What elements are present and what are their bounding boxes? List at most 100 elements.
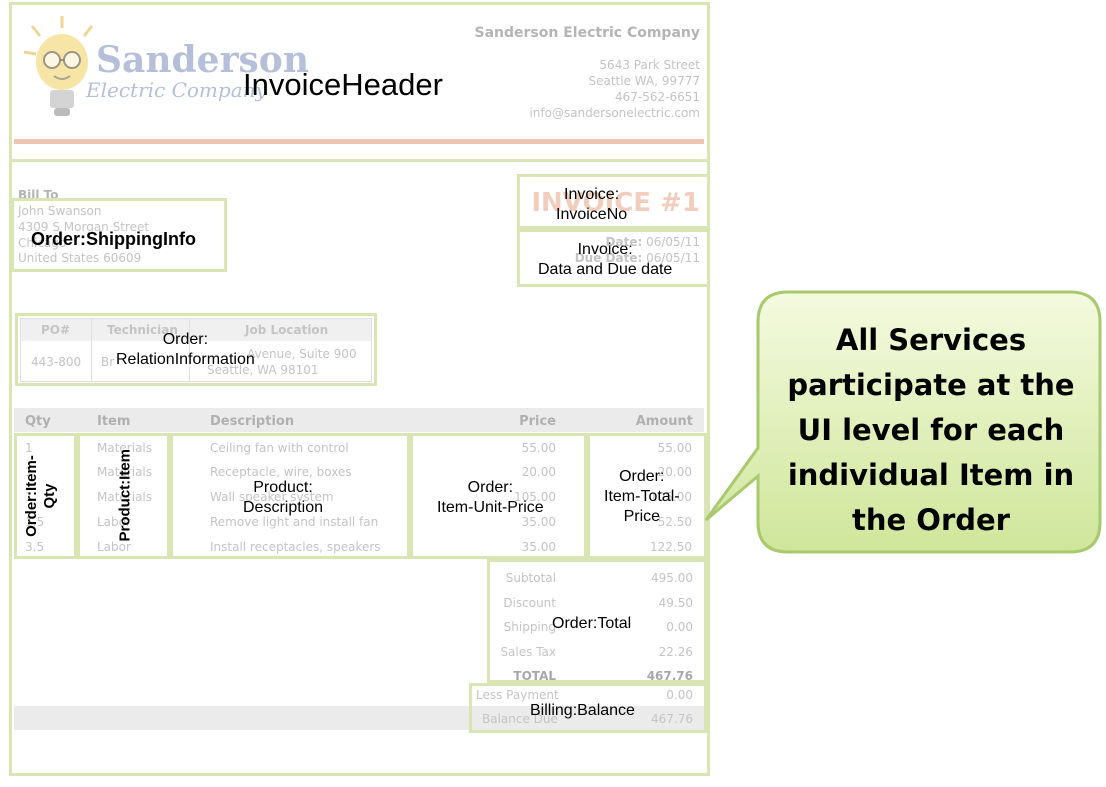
bill-to-street: 4309 S Morgan Street bbox=[18, 220, 150, 234]
sales-tax-label: Sales Tax bbox=[500, 644, 556, 659]
balance-due-label: Balance Due bbox=[482, 712, 558, 726]
annotation-unit-price: Order: Item-Unit-Price bbox=[437, 479, 544, 516]
logo-wordmark: Sanderson bbox=[96, 39, 309, 81]
relation-technician: Br bbox=[101, 355, 115, 369]
total-label: TOTAL bbox=[513, 669, 556, 683]
invoice-dates-zone bbox=[517, 229, 710, 287]
lightbulb-icon bbox=[23, 16, 94, 116]
balance-band bbox=[14, 706, 704, 730]
row-price: 20.00 bbox=[521, 465, 556, 479]
relation-info-zone bbox=[15, 313, 377, 386]
relation-po: 443-800 bbox=[31, 355, 82, 369]
items-header-row bbox=[14, 408, 704, 432]
row-amount: 52.50 bbox=[657, 515, 692, 529]
row-amount: 105.00 bbox=[650, 490, 692, 504]
product-item-zone bbox=[77, 433, 170, 559]
header-rule bbox=[14, 139, 704, 144]
company-name: Sanderson Electric Company bbox=[474, 25, 700, 41]
table-row: 3.5 Labor Install receptacles, speakers … bbox=[14, 535, 704, 559]
logo-subtitle: Electric Company bbox=[86, 78, 267, 102]
relation-col-technician: Technician bbox=[107, 323, 178, 337]
row-desc: Ceiling fan with control bbox=[210, 441, 349, 455]
relation-location-2: Seattle, WA 98101 bbox=[207, 363, 319, 377]
row-desc: Install receptacles, speakers bbox=[210, 540, 381, 554]
table-row: 1 Materials Receptacle, wire, boxes 20.0… bbox=[14, 460, 704, 484]
row-amount: 122.50 bbox=[650, 540, 692, 554]
items-col-qty: Qty bbox=[25, 414, 51, 429]
row-qty: 1 bbox=[25, 441, 33, 455]
row-item: Materials bbox=[97, 490, 153, 504]
unit-price-zone bbox=[410, 433, 587, 559]
order-total-zone bbox=[487, 559, 707, 683]
company-street: 5643 Park Street bbox=[599, 58, 700, 72]
row-price: 35.00 bbox=[521, 515, 556, 529]
relation-location-1: Avenue, Suite 900 bbox=[247, 347, 357, 361]
row-item: Materials bbox=[97, 465, 153, 479]
row-qty: 1.5 bbox=[25, 515, 45, 529]
totals-labels: Subtotal Discount Shipping Sales Tax TOT… bbox=[490, 566, 556, 689]
shipping-info-zone bbox=[11, 198, 227, 272]
less-payment-label: Less Payment bbox=[476, 688, 559, 702]
annotation-total-price: Order: Item-Total- Price bbox=[604, 468, 680, 525]
relation-divider-1 bbox=[91, 319, 92, 381]
totals-values: 495.00 49.50 0.00 22.26 467.76 bbox=[600, 566, 693, 689]
annotation-product-item: Product:Item bbox=[116, 448, 134, 542]
relation-header-row bbox=[21, 319, 371, 341]
row-qty: 1 bbox=[25, 465, 33, 479]
invoice-number-zone bbox=[517, 174, 710, 229]
subtotal-value: 495.00 bbox=[651, 571, 693, 585]
shipping-label: Shipping bbox=[503, 620, 556, 634]
table-row: 1 Materials Wall speaker system 105.00 1… bbox=[14, 485, 704, 509]
shipping-value: 0.00 bbox=[666, 620, 693, 634]
company-phone: 467-562-6651 bbox=[614, 90, 700, 104]
company-email: info@sandersonelectric.com bbox=[529, 106, 700, 120]
invoice-due-date: Due Date: 06/05/11 bbox=[574, 251, 700, 265]
row-amount: 55.00 bbox=[657, 441, 692, 455]
row-desc: Wall speaker system bbox=[210, 490, 334, 504]
table-row: 1 Materials Ceiling fan with control 55.… bbox=[14, 436, 704, 460]
annotation-relation-info: Order: RelationInformation bbox=[116, 331, 255, 368]
annotation-shipping-info: Order:ShippingInfo bbox=[31, 229, 196, 249]
bill-to-name: John Swanson bbox=[18, 204, 102, 218]
row-desc: Receptacle, wire, boxes bbox=[210, 465, 352, 479]
row-amount: 20.00 bbox=[657, 465, 692, 479]
relation-table: PO# Technician Job Location 443-800 Br A… bbox=[20, 318, 372, 382]
annotation-item-qty: Order:Item- Qty bbox=[23, 455, 58, 537]
invoice-date: Date: 06/05/11 bbox=[605, 235, 700, 249]
annotation-order-total: Order:Total bbox=[552, 615, 632, 632]
bill-to-city: Chicago bbox=[18, 236, 67, 250]
invoice-header-zone bbox=[9, 2, 710, 162]
relation-col-po: PO# bbox=[41, 323, 71, 337]
subtotal-label: Subtotal bbox=[505, 571, 556, 585]
balance-due-value: 467.76 bbox=[651, 712, 693, 726]
discount-label: Discount bbox=[503, 595, 556, 610]
total-value: 467.76 bbox=[646, 669, 693, 683]
invoice-title: INVOICE #1 bbox=[531, 188, 700, 218]
billing-balance-zone bbox=[469, 683, 707, 733]
table-row: 1.5 Labor Remove light and install fan 3… bbox=[14, 510, 704, 534]
bill-to-country: United States 60609 bbox=[18, 251, 142, 265]
row-price: 35.00 bbox=[521, 540, 556, 554]
annotation-invoice-dates: Invoice: Data and Due date bbox=[538, 241, 673, 278]
row-desc: Remove light and install fan bbox=[210, 515, 379, 529]
annotation-invoice-header: InvoiceHeader bbox=[243, 67, 443, 102]
discount-value: 49.50 bbox=[658, 595, 693, 610]
row-price: 55.00 bbox=[521, 441, 556, 455]
items-col-description: Description bbox=[210, 414, 295, 429]
items-col-amount: Amount bbox=[635, 414, 693, 429]
callout-text: All Services participate at the UI level… bbox=[787, 323, 1075, 537]
relation-divider-2 bbox=[189, 319, 190, 381]
row-item: Labor bbox=[97, 540, 131, 554]
company-city: Seattle WA, 99777 bbox=[588, 74, 700, 88]
row-qty: 3.5 bbox=[25, 540, 45, 554]
less-payment-value: 0.00 bbox=[666, 688, 693, 702]
sales-tax-value: 22.26 bbox=[658, 644, 693, 659]
row-item: Labor bbox=[97, 515, 131, 529]
callout-bubble bbox=[704, 290, 1102, 554]
items-col-price: Price bbox=[519, 414, 556, 429]
items-col-item: Item bbox=[97, 414, 131, 429]
row-item: Materials bbox=[97, 441, 153, 455]
row-price: 105.00 bbox=[514, 490, 556, 504]
annotation-invoice-no: Invoice: InvoiceNo bbox=[556, 186, 628, 223]
product-description-zone bbox=[170, 433, 410, 559]
